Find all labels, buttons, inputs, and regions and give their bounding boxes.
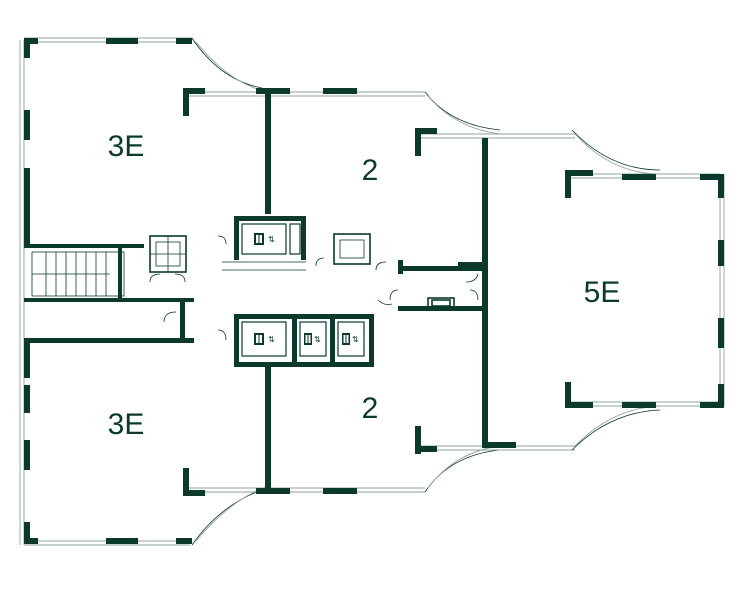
doors bbox=[163, 261, 479, 323]
stairwell bbox=[31, 235, 187, 298]
svg-text:⇅: ⇅ bbox=[314, 335, 321, 344]
elevator-icon: ⇅ bbox=[304, 333, 321, 345]
unit-label-south-center: 2 bbox=[362, 392, 379, 425]
svg-text:⇅: ⇅ bbox=[268, 335, 275, 344]
unit-label-north-center: 2 bbox=[362, 154, 379, 187]
elevator-icon: ⇅ bbox=[254, 233, 275, 245]
core-north bbox=[217, 216, 371, 271]
unit-label-east: 5E bbox=[584, 276, 621, 309]
svg-text:⇅: ⇅ bbox=[352, 335, 359, 344]
svg-text:⇅: ⇅ bbox=[268, 235, 275, 244]
facade-glazing bbox=[19, 37, 725, 546]
elevator-icon: ⇅ bbox=[342, 333, 359, 345]
unit-label-north-west: 3E bbox=[108, 130, 145, 163]
core-south bbox=[217, 314, 374, 367]
structural-walls bbox=[24, 38, 724, 544]
unit-label-south-west: 3E bbox=[108, 408, 145, 441]
elevator-icon: ⇅ bbox=[254, 333, 275, 345]
